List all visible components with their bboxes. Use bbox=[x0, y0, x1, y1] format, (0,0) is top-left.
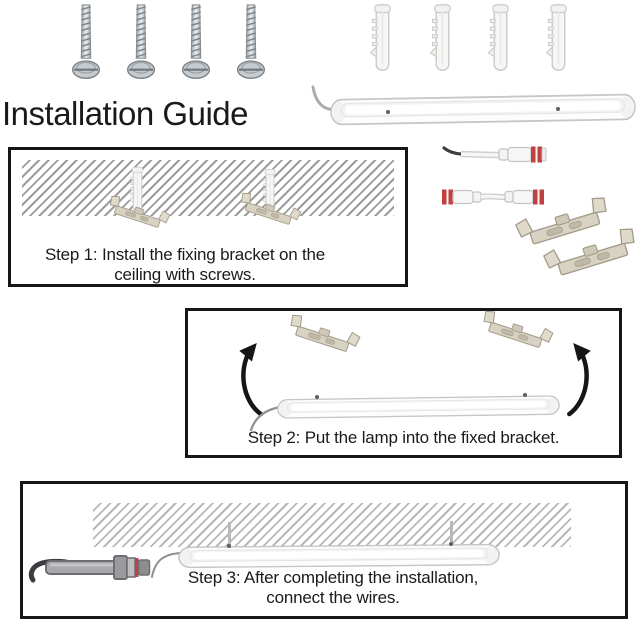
lamp-power-wire bbox=[151, 552, 182, 578]
lamp-clip-dot bbox=[315, 395, 319, 399]
lamp-clip-dot bbox=[556, 107, 560, 111]
step-3-caption-line: Step 3: After completing the installatio… bbox=[187, 568, 479, 587]
lamp-clip-dot bbox=[449, 542, 453, 546]
lamp-clip-dot bbox=[523, 393, 527, 397]
screw-icon bbox=[125, 3, 157, 83]
wall-anchor-icon bbox=[430, 2, 455, 75]
screw-icon bbox=[235, 3, 267, 83]
ceiling-hatch bbox=[93, 503, 571, 547]
wall-anchor-icon bbox=[488, 2, 513, 75]
page-title: Installation Guide bbox=[2, 95, 249, 132]
connector-cable-icon bbox=[442, 189, 544, 205]
step-2-caption-line: Step 2: Put the lamp into the fixed brac… bbox=[247, 428, 560, 447]
step-3-panel: Step 3: After completing the installatio… bbox=[20, 481, 628, 619]
wall-anchor-icon bbox=[546, 2, 571, 75]
curved-arrow-icon bbox=[567, 342, 591, 417]
mounting-bracket-icon bbox=[477, 308, 554, 358]
step-3-caption: Step 3: After completing the installatio… bbox=[41, 568, 625, 607]
step-1-caption-line: Step 1: Install the fixing bracket on th… bbox=[44, 245, 326, 264]
mounting-bracket-icon bbox=[284, 312, 361, 362]
mounting-pin bbox=[228, 522, 231, 548]
lamp-power-wire bbox=[249, 405, 282, 432]
ceiling-hatch bbox=[22, 160, 394, 216]
led-batten-light-icon bbox=[178, 544, 500, 569]
lamp-clip-dot bbox=[227, 544, 231, 548]
power-connector-icon bbox=[28, 555, 151, 583]
lamp-clip-dot bbox=[386, 110, 390, 114]
step-2-panel: Step 2: Put the lamp into the fixed brac… bbox=[185, 308, 622, 458]
wall-anchor-icon bbox=[370, 2, 395, 75]
step-2-caption: Step 2: Put the lamp into the fixed brac… bbox=[188, 428, 619, 448]
led-batten-light-icon bbox=[277, 395, 560, 419]
step-1-caption-line: ceiling with screws. bbox=[114, 264, 256, 284]
mounting-pin bbox=[450, 521, 453, 548]
led-batten-light-icon bbox=[330, 93, 636, 125]
step-3-caption-line: connect the wires. bbox=[266, 587, 400, 607]
curved-arrow-icon bbox=[239, 342, 263, 417]
screw-icon bbox=[180, 3, 212, 83]
step-1-caption: Step 1: Install the fixing bracket on th… bbox=[11, 245, 359, 284]
screw-icon bbox=[70, 3, 102, 83]
connector-cable-icon bbox=[442, 146, 547, 163]
step-1-panel: Step 1: Install the fixing bracket on th… bbox=[8, 147, 408, 287]
